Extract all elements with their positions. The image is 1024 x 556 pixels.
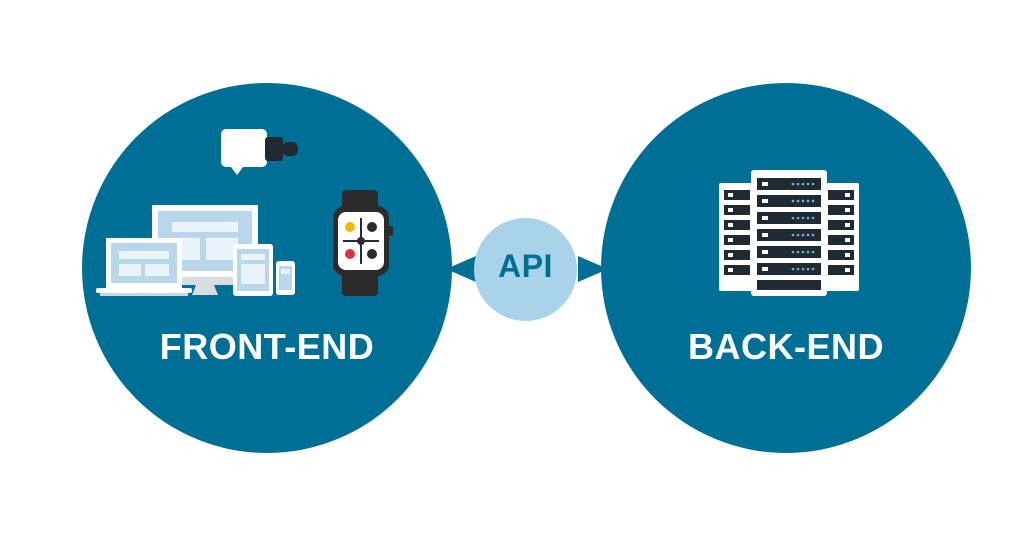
arrow-left-icon bbox=[446, 256, 476, 282]
smartwatch-icon bbox=[333, 190, 393, 296]
smartphone-icon bbox=[276, 261, 295, 295]
tablet-icon bbox=[233, 244, 273, 296]
arrow-right-icon bbox=[578, 256, 608, 282]
front-end-label: FRONT-END bbox=[159, 326, 375, 367]
server-rack-icon bbox=[719, 170, 859, 296]
laptop-icon bbox=[96, 238, 192, 296]
api-label: API bbox=[498, 248, 553, 284]
vr-headset-icon bbox=[221, 129, 298, 175]
back-end-label: BACK-END bbox=[688, 326, 884, 367]
api-circle bbox=[474, 218, 577, 321]
